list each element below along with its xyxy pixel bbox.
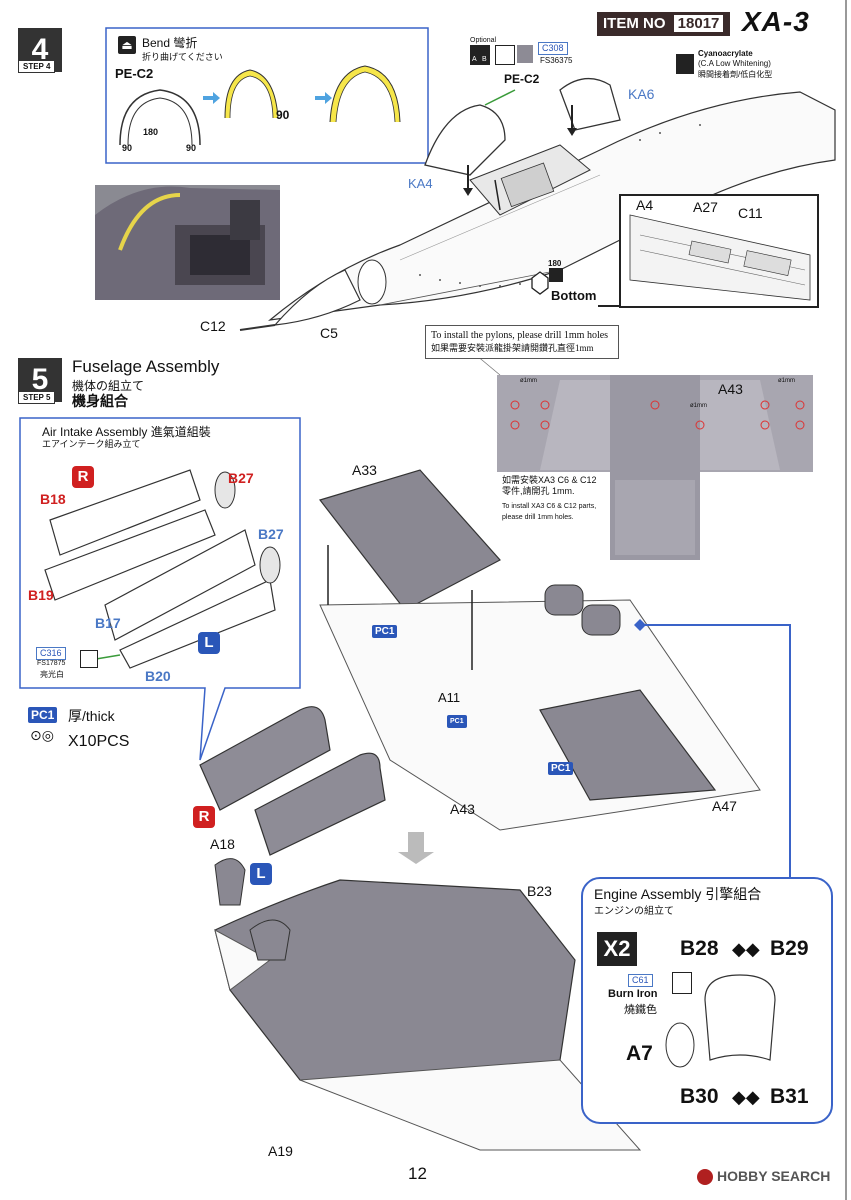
xa3-note-en: To install XA3 C6 & C12 parts, please dr… <box>502 503 597 521</box>
item-no-value: 18017 <box>673 15 724 32</box>
part-a47: A47 <box>712 798 737 814</box>
intake-l-badge-main: L <box>250 863 272 885</box>
engine-x2-badge: X2 <box>597 932 637 966</box>
paint-icon <box>495 45 515 65</box>
engine-color-code: C61 <box>628 974 653 987</box>
glue-icon <box>676 54 694 74</box>
glue-cn: 瞬間接着劑/低白化型 <box>698 70 773 79</box>
part-b23: B23 <box>527 883 552 899</box>
watermark-logo-icon <box>697 1169 713 1185</box>
pc1-ring-icon: ⊙◎ <box>30 727 54 743</box>
bend-icon: ⏏ <box>118 36 136 54</box>
part-c11: C11 <box>738 205 763 221</box>
intake-left-badge: L <box>198 632 220 654</box>
bottom-label: Bottom <box>551 288 597 303</box>
step5-title-jp: 機体の組立て <box>72 379 145 393</box>
paint-icon-engine <box>672 972 692 994</box>
part-b20: B20 <box>145 668 171 684</box>
part-a11: A11 <box>438 690 461 705</box>
intake-title-jp: エアインテーク組み立て <box>42 439 141 449</box>
angle-180: 180 <box>143 127 159 137</box>
model-name: XA-3 <box>742 6 810 37</box>
pylon-note-cn: 如果需要安裝派龍掛架請開鑽孔直徑1mm <box>431 343 594 353</box>
intake-color-fs: FS17875 <box>37 660 66 667</box>
pc1-badge-center: PC1 <box>447 715 467 728</box>
bottom-angle: 180 <box>548 259 562 268</box>
step-label-4: STEP 4 <box>18 60 56 73</box>
part-a43-top: A43 <box>718 381 743 397</box>
pc1-badge-wing: PC1 <box>372 625 398 638</box>
glue-subtitle: (C.A Low Whitening) <box>698 59 771 68</box>
drill-label-left: ø1mm <box>520 378 537 384</box>
part-a18: A18 <box>210 836 235 852</box>
part-ka6: KA6 <box>628 86 655 102</box>
xa3-note-cn: 如需安裝XA3 C6 & C12零件,請開孔 1mm. <box>502 475 597 496</box>
bend-title: Bend 彎折 <box>142 36 198 50</box>
glue-title: Cyanoacrylate <box>698 49 753 58</box>
step-label-5: STEP 5 <box>18 391 56 404</box>
pc1-badge-right: PC1 <box>548 762 574 775</box>
drill-label-mid: ø1mm <box>690 403 707 409</box>
part-b17: B17 <box>95 615 121 631</box>
color-code-c308: C308 <box>538 42 568 55</box>
join-icon-bottom: ◆◆ <box>732 1087 760 1107</box>
angle-90-left: 90 <box>122 143 133 153</box>
angle-90-mid: 90 <box>276 108 290 122</box>
part-b27-l: B27 <box>258 526 284 542</box>
part-a7: A7 <box>626 1042 653 1065</box>
part-b18: B18 <box>40 491 66 507</box>
page-number: 12 <box>408 1164 427 1183</box>
intake-r-badge-main: R <box>193 806 215 828</box>
part-b30: B30 <box>680 1085 719 1108</box>
join-icon-top: ◆◆ <box>732 939 760 959</box>
pc1-legend-badge: PC1 <box>28 707 58 723</box>
ab-label-a: A <box>472 56 477 63</box>
intake-color-code: C316 <box>36 647 66 660</box>
part-ka4: KA4 <box>408 176 433 191</box>
pc1-legend-text: 厚/thick <box>68 708 115 724</box>
optional-label: Optional <box>470 37 497 44</box>
xa3-note: 如需安裝XA3 C6 & C12零件,請開孔 1mm. To install X… <box>502 475 602 523</box>
item-no-badge: ITEM NO 18017 <box>597 12 730 36</box>
pylon-note: To install the pylons, please drill 1mm … <box>425 325 619 359</box>
part-b31: B31 <box>770 1085 809 1108</box>
pc1-legend-qty: X10PCS <box>68 733 130 750</box>
engine-title-en: Engine Assembly 引擎組合 <box>594 886 762 902</box>
part-a43: A43 <box>450 801 475 817</box>
angle-90-right: 90 <box>186 143 197 153</box>
pe-part-main-label: PE-C2 <box>504 72 540 86</box>
engine-color-name-en: Burn Iron <box>608 988 658 1000</box>
intake-right-badge: R <box>72 466 94 488</box>
pylon-note-en: To install the pylons, please drill 1mm … <box>431 330 609 341</box>
watermark-text: HOBBY SEARCH <box>717 1168 831 1184</box>
intake-title-en: Air Intake Assembly 進氣道組裝 <box>42 425 211 439</box>
step5-title-cn: 機身組合 <box>72 393 128 409</box>
part-a4: A4 <box>636 197 654 213</box>
intake-color-name: 亮光白 <box>40 670 64 679</box>
color-fs-36375: FS36375 <box>540 56 573 65</box>
bend-subtitle: 折り曲げてください <box>142 52 223 62</box>
part-a19: A19 <box>268 1143 293 1159</box>
optional-ab-icon <box>470 45 490 65</box>
part-b19: B19 <box>28 587 54 603</box>
item-no-label: ITEM NO <box>603 15 666 32</box>
part-c5: C5 <box>320 325 338 341</box>
part-b29: B29 <box>770 937 809 960</box>
engine-title-jp: エンジンの組立て <box>594 906 674 917</box>
part-c12: C12 <box>200 318 226 334</box>
drill-label-right: ø1mm <box>778 378 795 384</box>
pe-part-label: PE-C2 <box>115 66 154 81</box>
part-b27-r: B27 <box>228 470 254 486</box>
step5-title-en: Fuselage Assembly <box>72 357 220 376</box>
ab-label-b: B <box>482 56 487 63</box>
rotate-icon <box>549 268 563 282</box>
engine-color-name-cn: 燒鐵色 <box>624 1004 657 1016</box>
part-a33: A33 <box>352 462 377 478</box>
part-a27: A27 <box>693 199 718 215</box>
color-swatch <box>517 45 533 63</box>
paint-icon-intake <box>80 650 98 668</box>
part-b28: B28 <box>680 937 719 960</box>
